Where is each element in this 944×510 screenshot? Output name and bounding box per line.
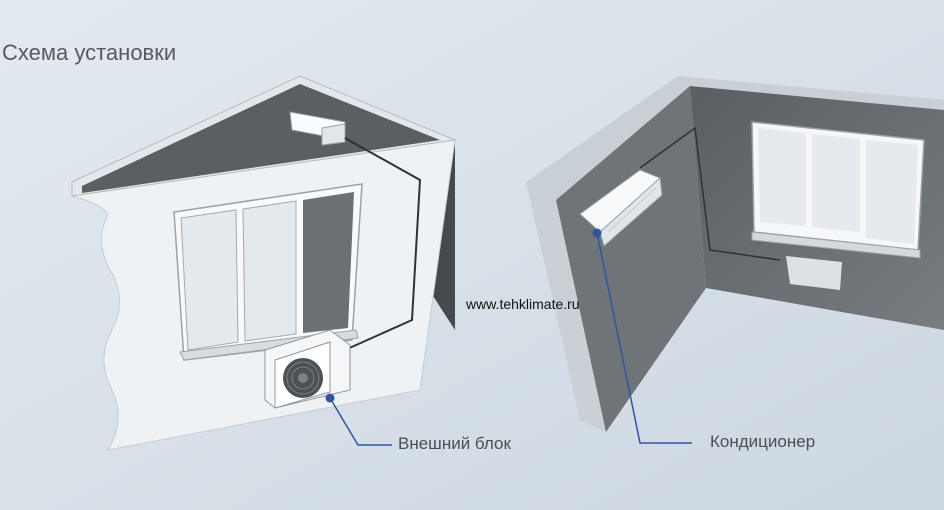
air-conditioner-label: Кондиционер [710,432,816,451]
indoor-window [751,121,925,259]
page-title: Схема установки [2,40,177,65]
outdoor-unit-label: Внешний блок [398,434,511,453]
air-conditioner-unit [579,169,663,247]
outdoor-window [173,183,363,361]
air-conditioner-callout-line [592,228,692,444]
left-indoor-unit [289,111,346,146]
indoor-room-scene [526,76,944,432]
radiator [786,256,842,290]
outdoor-unit-callout-line [325,393,392,446]
website-url: www.tehklimate.ru [466,296,580,312]
outdoor-unit [264,329,351,409]
outdoor-wall-scene [71,75,457,451]
